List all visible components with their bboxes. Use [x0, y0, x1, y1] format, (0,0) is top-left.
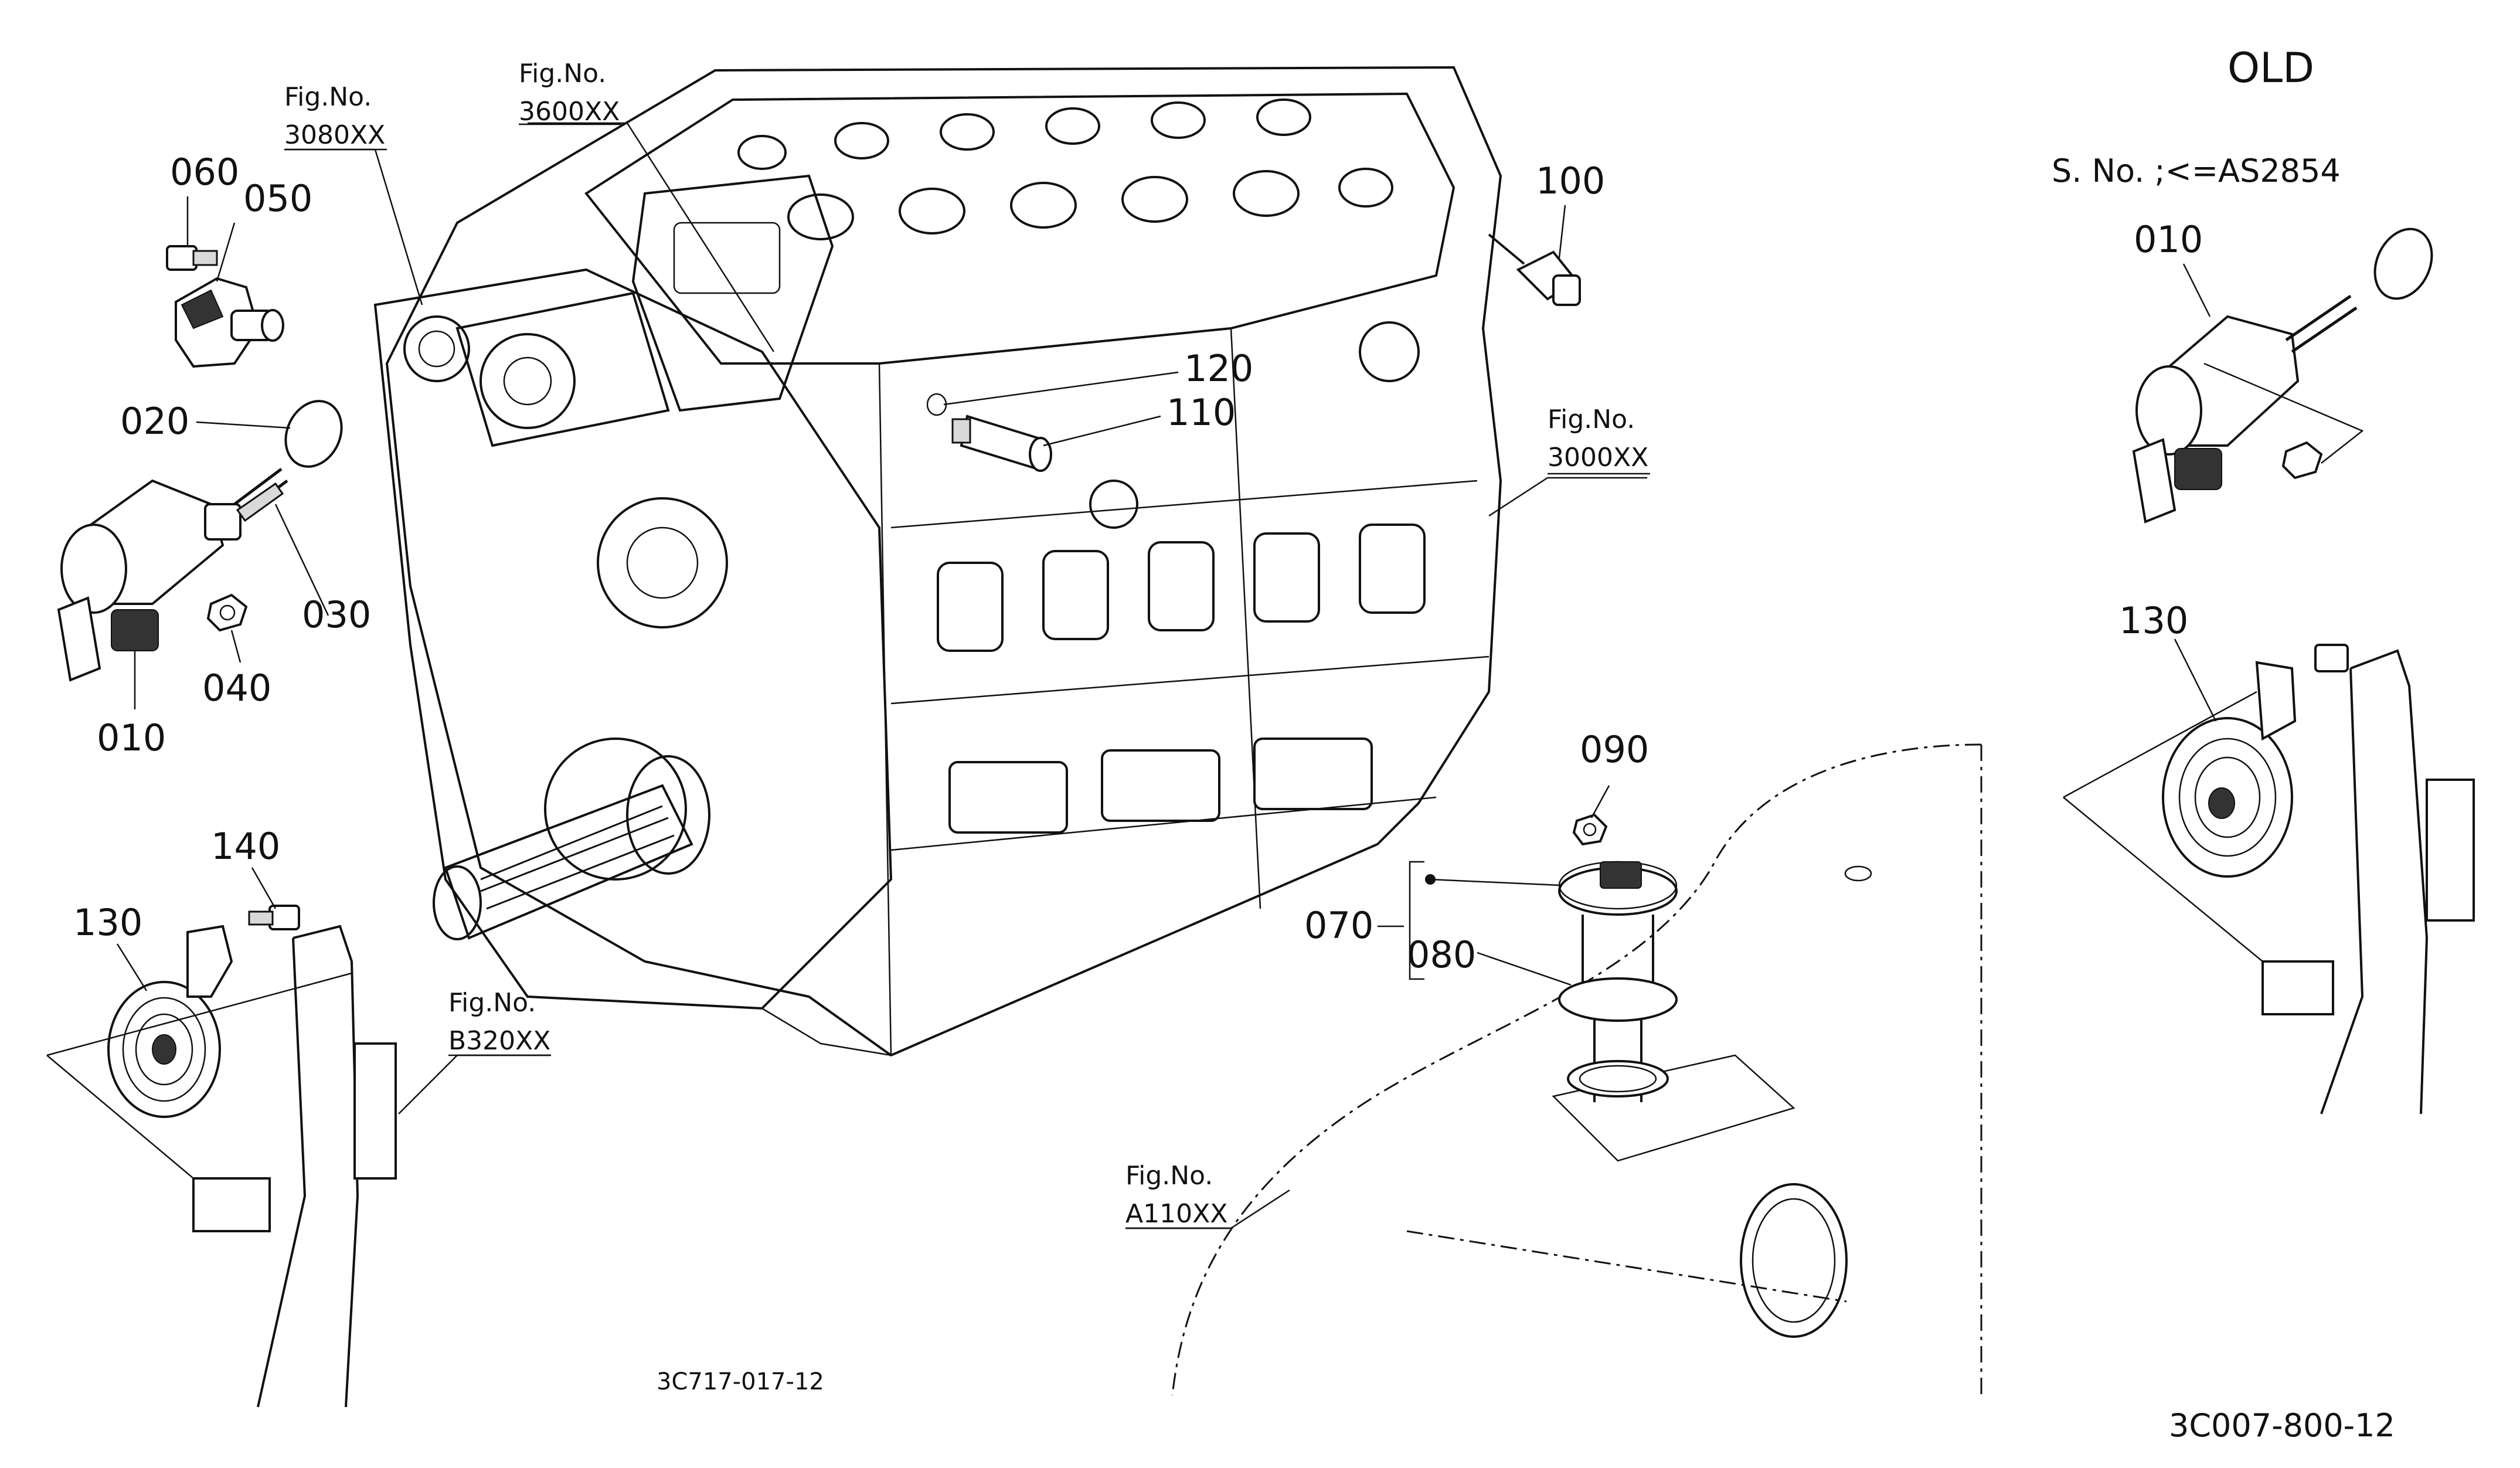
serial-note: S. No. ;<=AS2854 [2052, 152, 2341, 189]
o-ring-020 [284, 400, 343, 468]
old-bracket [2063, 649, 2475, 1114]
fig-3600-line1: Fig.No. [519, 59, 606, 89]
callout-120: 120 [1184, 347, 1253, 390]
header-labels: OLD S. No. ;<=AS2854 [2052, 44, 2341, 189]
callout-010: 010 [97, 716, 166, 759]
callout-060: 060 [170, 151, 239, 193]
callout-040: 040 [202, 667, 271, 709]
old-horn-130 [2162, 644, 2349, 878]
nut-040 [206, 593, 248, 632]
fig-b320-line2: B320XX [448, 1026, 550, 1056]
bracket-left [46, 925, 397, 1408]
drawing-code-bottom-right: 3C007-800-12 [2169, 1407, 2395, 1444]
stud-030 [236, 482, 284, 522]
part-callouts: 060 050 020 030 040 010 100 120 110 140 … [73, 151, 2203, 976]
fig-a110-line1: Fig.No. [1125, 1161, 1213, 1191]
screw-090 [1572, 813, 1608, 846]
callout-080: 080 [1407, 933, 1476, 976]
bracket-070-080 [1409, 861, 1424, 980]
fuel-sender-070 [1558, 861, 1678, 1102]
sensor-050 [175, 277, 284, 368]
callout-130: 130 [73, 901, 142, 944]
fig-a110-line2: A110XX [1125, 1199, 1227, 1229]
callout-old-130: 130 [2119, 599, 2188, 642]
callout-050: 050 [243, 177, 312, 220]
fig-3080-line2: 3080XX [284, 120, 385, 150]
old-solenoid-010 [2132, 227, 2433, 524]
o-ring-120 [926, 393, 947, 416]
bolt-060 [166, 245, 218, 271]
callout-old-010: 010 [2134, 218, 2203, 261]
fig-3080-line1: Fig.No. [284, 82, 372, 112]
solenoid-010 [57, 468, 288, 682]
figure-references: Fig.No. 3080XX Fig.No. 3600XX Fig.No. 30… [284, 59, 1650, 1229]
fig-3000-line2: 3000XX [1548, 443, 1648, 473]
callout-020: 020 [120, 400, 189, 443]
old-label: OLD [2227, 44, 2314, 92]
callout-110: 110 [1167, 391, 1236, 434]
callout-030: 030 [302, 593, 371, 636]
switch-100 [1488, 233, 1581, 306]
fuel-tank-drawing [1171, 743, 1982, 1396]
callout-090: 090 [1580, 728, 1649, 771]
drawing-code-center: 3C717-017-12 [657, 1368, 824, 1395]
sensor-110 [951, 414, 1052, 472]
fig-b320-line1: Fig.No. [448, 988, 536, 1018]
fig-3000-line1: Fig.No. [1548, 405, 1635, 434]
engine-block-drawing [373, 66, 1502, 1057]
fig-3600-line2: 3600XX [519, 97, 620, 127]
callout-140: 140 [211, 825, 280, 868]
bolt-140 [248, 905, 300, 930]
callout-100: 100 [1536, 159, 1605, 202]
drawing-codes: 3C717-017-12 3C007-800-12 [657, 1368, 2395, 1444]
leader-dot-070 [1425, 874, 1436, 885]
callout-070: 070 [1304, 904, 1373, 947]
